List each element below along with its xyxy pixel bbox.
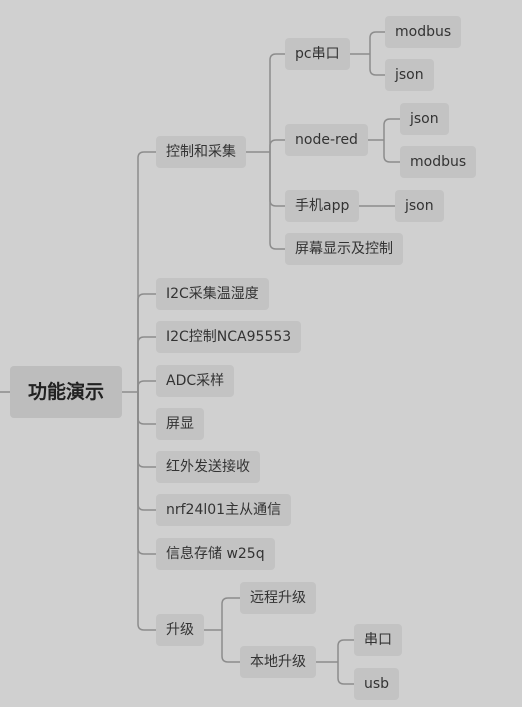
- connector-line-18: [369, 54, 385, 76]
- connector-line-9: [137, 392, 156, 555]
- root-node[interactable]: 功能演示: [10, 366, 123, 418]
- node-local-serial[interactable]: 串口: [354, 624, 402, 656]
- node-adc[interactable]: ADC采样: [156, 365, 235, 397]
- node-pc-serial[interactable]: pc串口: [285, 38, 350, 70]
- connector-line-15: [269, 152, 285, 250]
- connector-line-8: [137, 392, 156, 511]
- connector-line-6: [137, 392, 156, 425]
- node-remote-upgrade[interactable]: 远程升级: [240, 582, 316, 614]
- connector-line-29: [337, 662, 354, 685]
- connector-line-13: [269, 139, 285, 152]
- node-local-upgrade[interactable]: 本地升级: [240, 646, 316, 678]
- connector-line-26: [221, 630, 240, 663]
- connector-line-5: [137, 380, 156, 392]
- node-storage-w25q[interactable]: 信息存储 w25q: [156, 538, 275, 570]
- connector-line-14: [269, 152, 285, 207]
- node-nodered-modbus[interactable]: modbus: [400, 146, 477, 178]
- connector-line-10: [137, 392, 156, 631]
- connector-line-28: [337, 639, 354, 662]
- node-screen-display-control[interactable]: 屏幕显示及控制: [285, 233, 403, 265]
- node-i2c-temp-humidity[interactable]: I2C采集温湿度: [156, 278, 269, 310]
- connector-line-20: [383, 118, 400, 140]
- connector-line-4: [137, 336, 156, 392]
- node-pc-modbus[interactable]: modbus: [385, 16, 462, 48]
- connector-line-3: [137, 293, 156, 392]
- connector-line-2: [137, 151, 156, 392]
- connector-line-25: [221, 597, 240, 630]
- node-app-json[interactable]: json: [395, 190, 444, 222]
- node-pc-json[interactable]: json: [385, 59, 434, 91]
- connector-line-7: [137, 392, 156, 468]
- connector-line-17: [369, 31, 385, 54]
- node-screen[interactable]: 屏显: [156, 408, 204, 440]
- node-nodered-json[interactable]: json: [400, 103, 449, 135]
- node-i2c-nca[interactable]: I2C控制NCA95553: [156, 321, 302, 353]
- node-infrared[interactable]: 红外发送接收: [156, 451, 260, 483]
- node-local-usb[interactable]: usb: [354, 668, 400, 700]
- node-control-collect[interactable]: 控制和采集: [156, 136, 246, 168]
- connector-line-21: [383, 140, 400, 163]
- connector-line-12: [269, 53, 285, 152]
- node-nrf24l01[interactable]: nrf24l01主从通信: [156, 494, 292, 526]
- node-node-red[interactable]: node-red: [285, 124, 368, 156]
- node-upgrade[interactable]: 升级: [156, 614, 204, 646]
- node-mobile-app[interactable]: 手机app: [285, 190, 360, 222]
